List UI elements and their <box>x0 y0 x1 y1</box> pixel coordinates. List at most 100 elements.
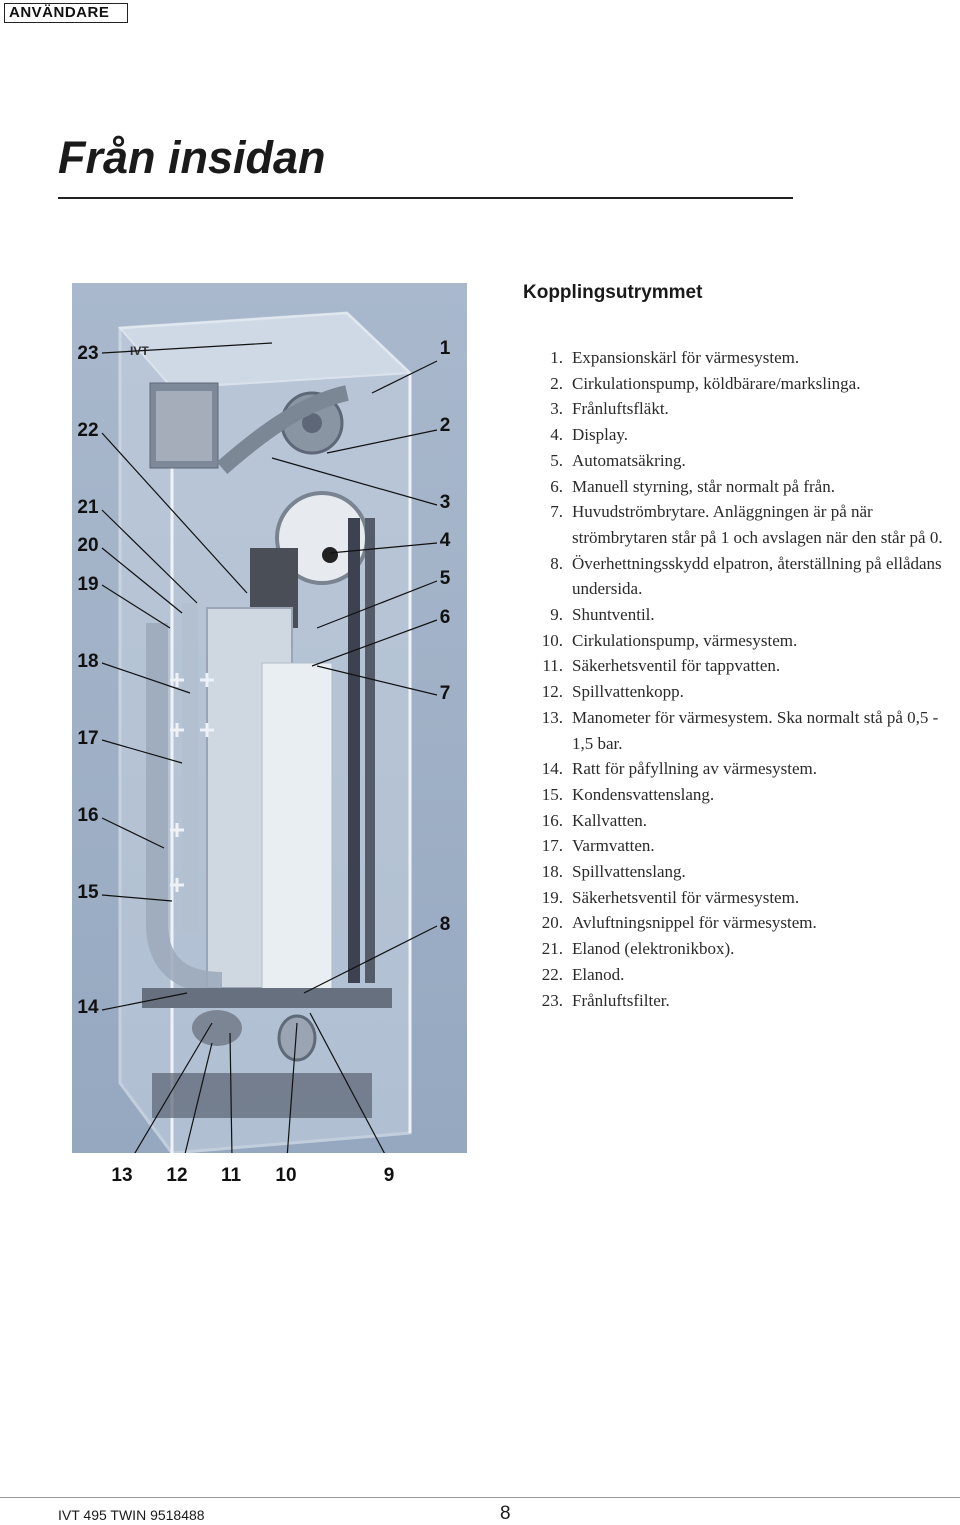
list-item: 7. Huvudströmbrytare. Anläggningen är på … <box>530 499 955 550</box>
callout-12: 12 <box>166 1165 188 1186</box>
list-item: 6. Manuell styrning, står normalt på från… <box>530 474 955 500</box>
parts-list: 1. Expansionskärl för värmesystem. 2. Cirk… <box>530 345 955 1013</box>
item-number: 22. <box>541 964 563 984</box>
item-text: Frånluftsfläkt. <box>572 399 669 419</box>
callout-19: 19 <box>77 574 99 595</box>
item-number: 14. <box>541 759 563 779</box>
list-item: 18. Spillvattenslang. <box>530 859 955 885</box>
item-text: Ratt för påfyllning av värmesystem. <box>572 759 818 779</box>
list-item: 2. Cirkulationspump, köldbärare/marksling… <box>530 371 955 397</box>
heat-pump-cutaway-figure: IVT <box>72 283 467 1153</box>
item-text: Kallvatten. <box>572 810 648 830</box>
item-number: 2. <box>550 373 563 393</box>
item-text: Cirkulationspump, värmesystem. <box>572 630 798 650</box>
list-item: 5. Automatsäkring. <box>530 448 955 474</box>
item-number: 3. <box>550 399 563 419</box>
item-number: 10. <box>541 630 563 650</box>
callout-21: 21 <box>77 497 99 518</box>
list-item: 15. Kondensvattenslang. <box>530 782 955 808</box>
title-rule <box>58 197 793 199</box>
item-number: 20. <box>541 913 563 933</box>
footer-rule <box>0 1497 960 1498</box>
item-number: 17. <box>541 836 563 856</box>
item-text: Elanod. <box>572 964 625 984</box>
callout-5: 5 <box>439 568 451 589</box>
item-number: 6. <box>550 476 563 496</box>
callout-8: 8 <box>439 914 451 935</box>
item-text: Manuell styrning, står normalt på från. <box>572 476 835 496</box>
item-text: Överhettningsskydd elpatron, återställni… <box>572 553 942 599</box>
item-number: 16. <box>541 810 563 830</box>
callout-13: 13 <box>111 1165 133 1186</box>
callout-9: 9 <box>383 1165 395 1186</box>
item-number: 15. <box>541 784 563 804</box>
list-item: 17. Varmvatten. <box>530 833 955 859</box>
list-item: 3. Frånluftsfläkt. <box>530 396 955 422</box>
item-number: 13. <box>541 707 563 727</box>
item-number: 19. <box>541 887 563 907</box>
item-text: Automatsäkring. <box>572 450 686 470</box>
item-text: Varmvatten. <box>572 836 655 856</box>
list-item: 10. Cirkulationspump, värmesystem. <box>530 628 955 654</box>
item-text: Säkerhetsventil för tappvatten. <box>572 656 781 676</box>
item-text: Spillvattenslang. <box>572 862 686 882</box>
item-text: Expansionskärl för värmesystem. <box>572 348 800 367</box>
list-item: 16. Kallvatten. <box>530 808 955 834</box>
callout-17: 17 <box>77 728 99 749</box>
item-text: Säkerhetsventil för värmesystem. <box>572 887 800 907</box>
callout-16: 16 <box>77 805 99 826</box>
callout-14: 14 <box>77 997 99 1018</box>
callout-15: 15 <box>77 882 99 903</box>
list-item: 1. Expansionskärl för värmesystem. <box>530 345 955 371</box>
item-number: 18. <box>541 862 563 882</box>
item-text: Shuntventil. <box>572 605 655 625</box>
item-number: 5. <box>550 450 563 470</box>
callout-3: 3 <box>439 492 451 513</box>
callout-1: 1 <box>439 338 451 359</box>
list-item: 8. Överhettningsskydd elpatron, återställ… <box>530 551 955 602</box>
list-item: 23. Frånluftsfilter. <box>530 988 955 1014</box>
list-item: 19. Säkerhetsventil för värmesystem. <box>530 885 955 911</box>
item-text: Kondensvattenslang. <box>572 784 715 804</box>
list-item: 20. Avluftningsnippel för värmesystem. <box>530 910 955 936</box>
heat-pump-illustration: IVT <box>101 311 438 1153</box>
item-number: 8. <box>550 553 563 573</box>
callout-7: 7 <box>439 683 451 704</box>
item-number: 12. <box>541 682 563 702</box>
list-item: 4. Display. <box>530 422 955 448</box>
list-item: 22. Elanod. <box>530 962 955 988</box>
callout-2: 2 <box>439 415 451 436</box>
item-text: Avluftningsnippel för värmesystem. <box>572 913 817 933</box>
item-text: Huvudströmbrytare. Anläggningen är på nä… <box>572 502 943 547</box>
callout-23: 23 <box>77 343 99 364</box>
callout-20: 20 <box>77 535 99 556</box>
callout-11: 11 <box>220 1165 242 1186</box>
item-text: Cirkulationspump, köldbärare/markslinga. <box>572 373 861 393</box>
item-text: Spillvattenkopp. <box>572 682 684 702</box>
list-item: 12. Spillvattenkopp. <box>530 679 955 705</box>
section-tag: ANVÄNDARE <box>4 3 128 23</box>
callout-4: 4 <box>439 530 451 551</box>
item-number: 11. <box>542 656 563 676</box>
item-text: Manometer för värmesystem. Ska normalt s… <box>572 707 939 753</box>
list-item: 14. Ratt för påfyllning av värmesystem. <box>530 756 955 782</box>
callout-22: 22 <box>77 420 99 441</box>
item-number: 4. <box>550 425 563 445</box>
item-number: 23. <box>541 990 563 1010</box>
item-text: Display. <box>572 425 629 445</box>
callout-6: 6 <box>439 607 451 628</box>
footer-model: IVT 495 TWIN 9518488 <box>58 1507 205 1523</box>
page-number: 8 <box>500 1503 511 1524</box>
section-heading: Kopplingsutrymmet <box>523 282 703 303</box>
item-text: Elanod (elektronikbox). <box>572 939 735 959</box>
list-item: 13. Manometer för värmesystem. Ska normal… <box>530 705 955 756</box>
list-item: 9. Shuntventil. <box>530 602 955 628</box>
item-text: Frånluftsfilter. <box>572 990 670 1010</box>
item-number: 1. <box>550 348 563 367</box>
item-number: 9. <box>550 605 563 625</box>
page-title: Från insidan <box>58 132 326 183</box>
list-item: 21.Elanod (elektronikbox). <box>530 936 955 962</box>
item-number: 7. <box>550 502 563 522</box>
callout-18: 18 <box>77 651 99 672</box>
list-item: 11. Säkerhetsventil för tappvatten. <box>530 653 955 679</box>
